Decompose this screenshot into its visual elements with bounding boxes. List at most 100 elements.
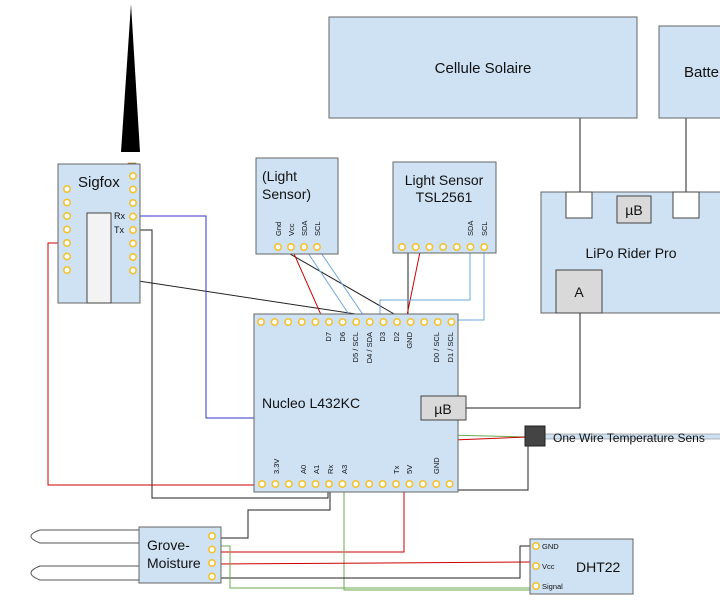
nucleo-top-pin-label: D2 bbox=[392, 332, 401, 342]
lipo-connector-battery bbox=[672, 191, 700, 219]
grove-pin bbox=[208, 572, 217, 581]
dht22-pin-label: Vcc bbox=[542, 562, 555, 571]
light-sensor-1-title-line1: (Light bbox=[262, 168, 297, 184]
light-sensor-2-pin bbox=[466, 243, 475, 252]
wire-lipo-a-nucleo-ub bbox=[466, 313, 581, 409]
nucleo-bottom-pin-label: A3 bbox=[340, 465, 349, 474]
wire-light2-sda bbox=[379, 247, 471, 322]
dht22-block bbox=[529, 538, 634, 595]
grove-moisture-block bbox=[138, 526, 222, 584]
nucleo-top-pin bbox=[270, 317, 279, 326]
nucleo-top-pin-label: D3 bbox=[378, 332, 387, 342]
wire-sigfox-tx bbox=[134, 229, 329, 499]
dht22-pin-label: Signal bbox=[542, 582, 563, 591]
antenna-icon bbox=[121, 4, 140, 152]
onewire-label: One Wire Temperature Sens bbox=[553, 431, 705, 445]
wire-grove-gnd bbox=[216, 545, 530, 579]
nucleo-bottom-pin bbox=[391, 479, 400, 488]
nucleo-top-pin bbox=[447, 317, 456, 326]
sigfox-right-pin bbox=[129, 239, 138, 248]
sigfox-right-pin bbox=[129, 212, 138, 221]
light-sensor-2-pin bbox=[411, 243, 420, 252]
wire-grove-vcc bbox=[215, 561, 531, 565]
battery-block bbox=[658, 25, 720, 119]
nucleo-top-pin bbox=[284, 317, 293, 326]
solar-cell-block bbox=[328, 16, 638, 119]
nucleo-bottom-pin-label: Tx bbox=[392, 465, 401, 474]
nucleo-top-pin bbox=[365, 317, 374, 326]
dht22-pin bbox=[531, 541, 540, 550]
dht22-pin bbox=[531, 581, 540, 590]
nucleo-label: Nucleo L432KC bbox=[262, 395, 360, 411]
nucleo-top-pin-label: D6 bbox=[338, 332, 347, 342]
sigfox-right-pin bbox=[129, 199, 138, 208]
lipo-rider-label: LiPo Rider Pro bbox=[585, 245, 676, 261]
lipo-a-port bbox=[555, 269, 603, 314]
sigfox-label: Sigfox bbox=[78, 174, 120, 191]
nucleo-top-pin-label: D7 bbox=[324, 332, 333, 342]
sigfox-right-pin bbox=[129, 266, 138, 275]
nucleo-bottom-pin bbox=[257, 479, 266, 488]
nucleo-bottom-pin-label: 5V bbox=[405, 465, 414, 474]
wire-light2-scl bbox=[440, 247, 485, 321]
nucleo-bottom-pin-label: 3.3V bbox=[272, 459, 281, 474]
nucleo-ub-label: µB bbox=[434, 401, 451, 417]
nucleo-bottom-pin-label: A0 bbox=[299, 465, 308, 474]
onewire-sensor-head bbox=[524, 425, 546, 447]
sigfox-left-pin bbox=[62, 239, 71, 248]
nucleo-bottom-pin bbox=[445, 479, 454, 488]
grove-pins bbox=[208, 531, 217, 581]
sigfox-tx-label: Tx bbox=[114, 225, 124, 235]
light-sensor-1-pin-label: SCL bbox=[313, 221, 322, 236]
wire-dht-signal bbox=[216, 545, 530, 589]
nucleo-top-pin bbox=[324, 317, 333, 326]
sigfox-right-pin bbox=[129, 185, 138, 194]
nucleo-bottom-pin-label: A1 bbox=[312, 465, 321, 474]
light-sensor-1-pin-label: Vcc bbox=[287, 223, 296, 236]
nucleo-top-pin bbox=[352, 317, 361, 326]
dht22-label: DHT22 bbox=[576, 559, 621, 575]
nucleo-top-pin-label: D5 / SCL bbox=[351, 332, 360, 362]
grove-pin bbox=[208, 558, 217, 567]
nucleo-bottom-pin bbox=[324, 479, 333, 488]
light-sensor-2-title-line1: Light Sensor bbox=[405, 172, 484, 188]
grove-pin bbox=[208, 531, 217, 540]
wire-light1-sda bbox=[303, 246, 355, 323]
lipo-connector-solar bbox=[565, 191, 593, 219]
nucleo-top-pin bbox=[338, 317, 347, 326]
nucleo-top-pin bbox=[256, 317, 265, 326]
light-sensor-2-block bbox=[392, 161, 497, 254]
light-sensor-1-pin bbox=[299, 243, 308, 252]
light-sensor-2-title-line2: TSL2561 bbox=[416, 189, 473, 205]
sigfox-right-pin bbox=[129, 172, 138, 181]
nucleo-bottom-pin bbox=[311, 479, 320, 488]
light-sensor-2-pin bbox=[480, 243, 489, 252]
sigfox-right-pins bbox=[129, 172, 138, 275]
nucleo-bottom-pin bbox=[405, 479, 414, 488]
wire-light1-scl bbox=[316, 246, 369, 323]
nucleo-bottom-pin bbox=[378, 479, 387, 488]
nucleo-bottom-pin bbox=[284, 479, 293, 488]
light-sensor-2-pin-label: SDA bbox=[466, 221, 475, 236]
light-sensor-1-pin bbox=[312, 243, 321, 252]
nucleo-top-pin bbox=[379, 317, 388, 326]
nucleo-top-pin bbox=[406, 317, 415, 326]
wire-grove-signal bbox=[216, 484, 331, 539]
sigfox-left-pin bbox=[62, 225, 71, 234]
sigfox-left-pin bbox=[62, 252, 71, 261]
nucleo-top-pin-label: D0 / SCL bbox=[432, 332, 441, 362]
wire-grove-green bbox=[343, 484, 530, 591]
solar-cell-label: Cellule Solaire bbox=[435, 60, 532, 77]
light-sensor-1-pin bbox=[286, 243, 295, 252]
nucleo-bottom-pin bbox=[418, 479, 427, 488]
wire-sigfox-3v3 bbox=[47, 242, 262, 486]
sigfox-left-pin bbox=[62, 185, 71, 194]
dht22-pin-label: GND bbox=[542, 542, 559, 551]
light-sensor-1-pin bbox=[273, 243, 282, 252]
nucleo-bottom-pin bbox=[271, 479, 280, 488]
sigfox-left-pin bbox=[62, 265, 71, 274]
